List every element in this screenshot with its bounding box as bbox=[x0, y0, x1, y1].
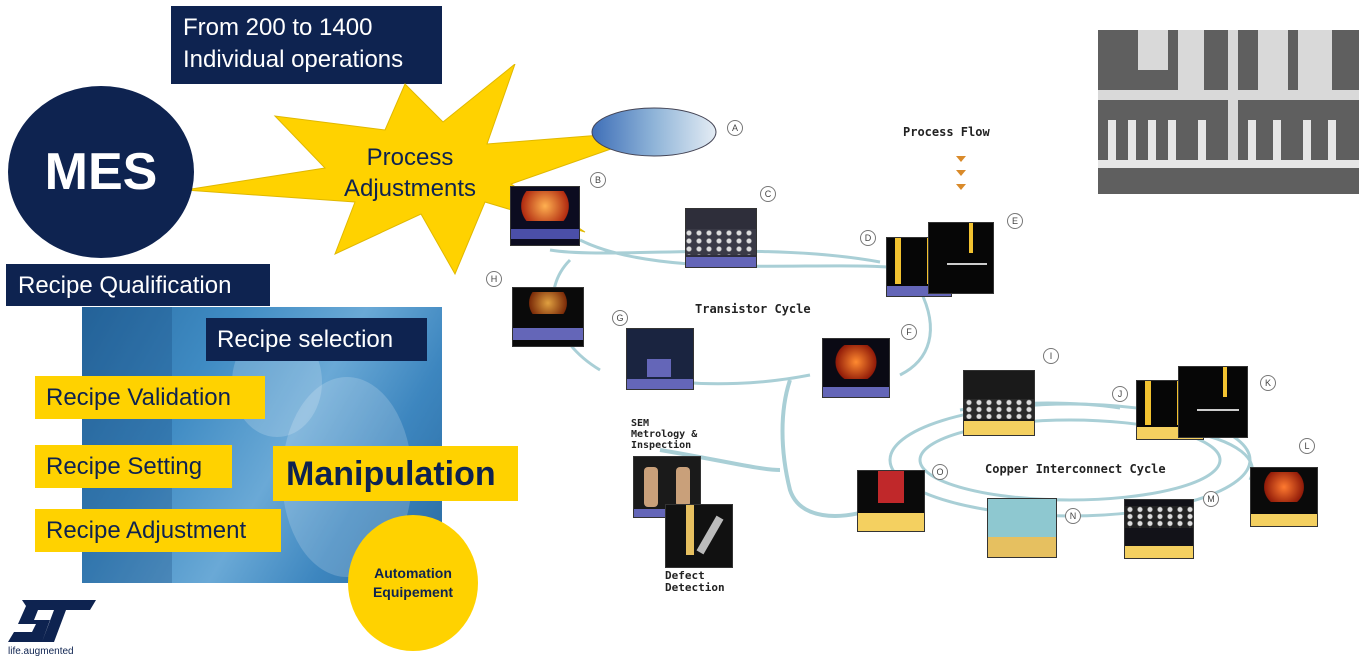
copper-interconnect-cycle-label: Copper Interconnect Cycle bbox=[985, 462, 1166, 476]
step-o-tile bbox=[857, 470, 925, 532]
manipulation-box: Manipulation bbox=[273, 446, 518, 501]
recipe-qualification-box: Recipe Qualification bbox=[6, 264, 270, 306]
recipe-setting-label: Recipe Setting bbox=[46, 453, 203, 480]
manipulation-label: Manipulation bbox=[286, 455, 496, 493]
automation-line-1: Automation bbox=[374, 565, 452, 581]
automation-line-2: Equipement bbox=[372, 584, 454, 600]
step-label-c: C bbox=[760, 186, 776, 202]
recipe-validation-box: Recipe Validation bbox=[35, 376, 265, 419]
process-adjustments-burst bbox=[185, 64, 666, 276]
step-label-j: J bbox=[1112, 386, 1128, 402]
defect-line-1: Defect bbox=[665, 569, 705, 582]
step-label-l: L bbox=[1299, 438, 1315, 454]
step-label-k: K bbox=[1260, 375, 1276, 391]
automation-circle: Automation Equipement bbox=[348, 515, 478, 651]
step-b-tile bbox=[510, 186, 580, 246]
transistor-cycle-label: Transistor Cycle bbox=[695, 302, 811, 316]
step-label-n: N bbox=[1065, 508, 1081, 524]
mes-circle: MES bbox=[8, 86, 194, 258]
step-f-tile bbox=[822, 338, 890, 398]
operations-line-2: Individual operations bbox=[183, 46, 404, 73]
step-k-tile bbox=[1178, 366, 1248, 438]
step-label-m: M bbox=[1203, 491, 1219, 507]
defect-detection-label: Defect Detection bbox=[665, 570, 725, 594]
step-m-tile bbox=[1124, 499, 1194, 559]
sem-line-3: Inspection bbox=[631, 440, 692, 451]
step-label-g: G bbox=[612, 310, 628, 326]
recipe-selection-box: Recipe selection bbox=[206, 318, 427, 361]
process-flow-label: Process Flow bbox=[903, 125, 990, 139]
process-adjustments-label: Process Adjustments bbox=[320, 142, 500, 204]
recipe-setting-box: Recipe Setting bbox=[35, 445, 232, 488]
mes-label: MES bbox=[44, 143, 158, 201]
step-label-h: H bbox=[486, 271, 502, 287]
step-label-e: E bbox=[1007, 213, 1023, 229]
recipe-qualification-label: Recipe Qualification bbox=[18, 272, 232, 299]
step-h-tile bbox=[512, 287, 584, 347]
step-label-b: B bbox=[590, 172, 606, 188]
recipe-adjustment-box: Recipe Adjustment bbox=[35, 509, 281, 552]
recipe-selection-label: Recipe selection bbox=[217, 326, 394, 353]
recipe-validation-label: Recipe Validation bbox=[46, 384, 232, 411]
step-label-a: A bbox=[727, 120, 743, 136]
operations-count-box: From 200 to 1400 Individual operations bbox=[171, 6, 442, 84]
sem-cross-section-image bbox=[1098, 30, 1359, 194]
step-label-o: O bbox=[932, 464, 948, 480]
process-adjustments-line-2: Adjustments bbox=[343, 175, 477, 202]
step-label-f: F bbox=[901, 324, 917, 340]
defect-line-2: Detection bbox=[665, 581, 725, 594]
sem-metrology-label: SEM Metrology & Inspection bbox=[631, 418, 697, 451]
sem-line-1: SEM bbox=[631, 418, 650, 429]
step-n-tile bbox=[987, 498, 1057, 558]
st-tagline: life.augmented bbox=[8, 646, 74, 657]
step-label-d: D bbox=[860, 230, 876, 246]
defect-detection-tile bbox=[665, 504, 733, 568]
metrology-connector-arrow bbox=[659, 448, 781, 472]
step-e-tile bbox=[928, 222, 994, 294]
recipe-adjustment-label: Recipe Adjustment bbox=[46, 517, 247, 544]
st-logo-icon bbox=[8, 600, 96, 642]
wafer-icon bbox=[591, 107, 717, 157]
step-l-tile bbox=[1250, 467, 1318, 527]
step-c-tile bbox=[685, 208, 757, 268]
process-flow-arrows-icon bbox=[956, 156, 966, 190]
step-i-tile bbox=[963, 370, 1035, 436]
sem-line-2: Metrology & bbox=[631, 429, 698, 440]
operations-line-1: From 200 to 1400 bbox=[183, 14, 373, 41]
step-label-i: I bbox=[1043, 348, 1059, 364]
step-g-tile bbox=[626, 328, 694, 390]
process-adjustments-line-1: Process bbox=[366, 144, 454, 171]
cycle-connector-arrow bbox=[780, 379, 871, 518]
